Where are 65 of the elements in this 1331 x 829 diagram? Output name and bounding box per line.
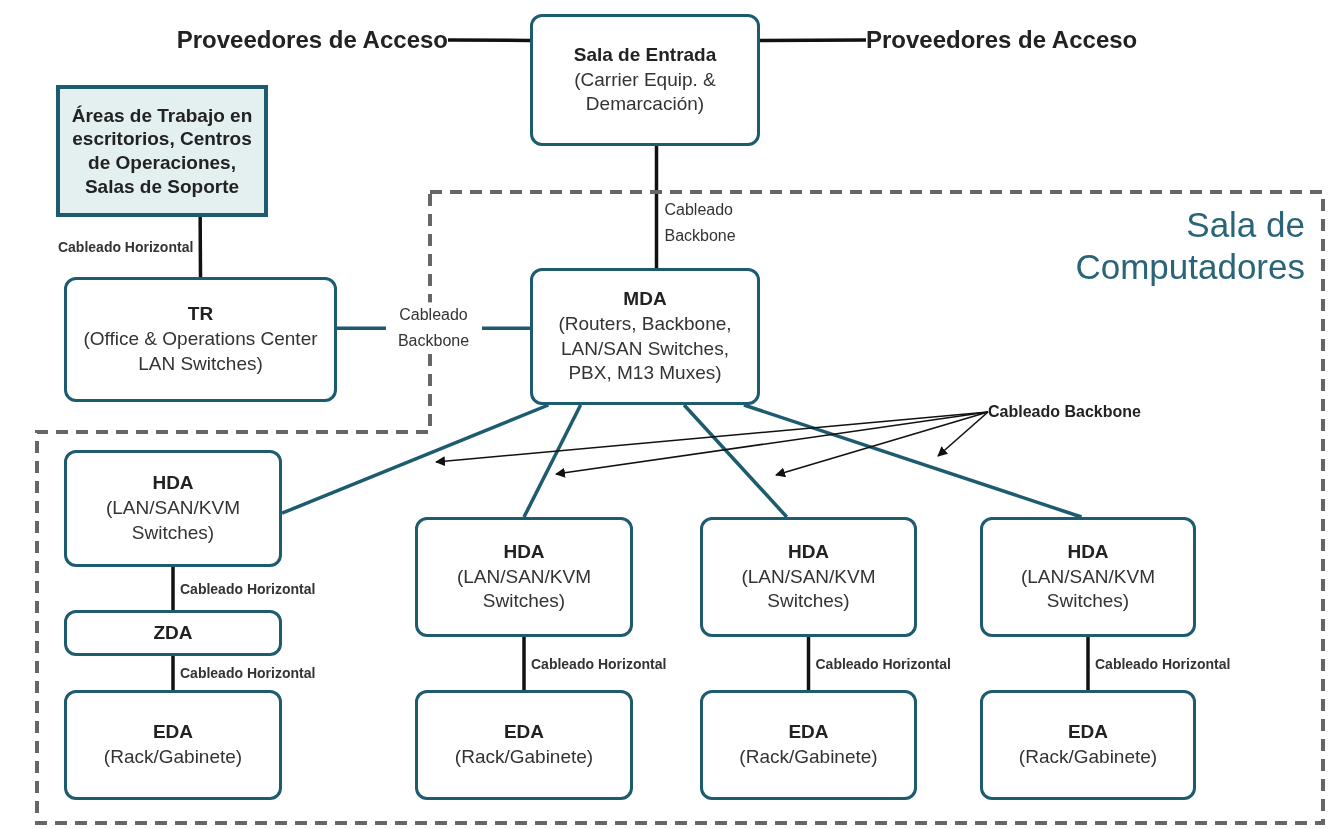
box-heading: MDA <box>623 287 667 312</box>
edge-label: Cableado Horizontal <box>531 654 667 674</box>
equipment-box <box>415 517 633 637</box>
region-title: Sala de Computadores <box>1074 204 1305 288</box>
equipment-box <box>415 690 633 800</box>
edge-label: Cableado Horizontal <box>815 654 951 674</box>
box-heading: HDA <box>152 471 194 496</box>
box-description: (LAN/SAN/KVM Switches) <box>104 496 242 545</box>
box-heading: EDA <box>1067 720 1109 745</box>
edge-label: Cableado Horizontal <box>180 579 316 599</box>
edge-label: Cableado Horizontal <box>180 663 316 683</box>
cable-line <box>760 38 866 43</box>
box-description: (Rack/Gabinete) <box>1018 745 1158 769</box>
box-heading: Sala de Entrada <box>573 42 717 67</box>
cable-line <box>743 403 1083 519</box>
box-heading: EDA <box>503 720 545 745</box>
equipment-box <box>64 450 282 567</box>
equipment-box <box>700 690 917 800</box>
leader-arrow <box>775 411 989 478</box>
box-heading: Áreas de Trabajo en escritorios, Centros de Operaciones, Salas de Soporte <box>70 103 254 199</box>
equipment-box <box>530 268 760 405</box>
cable-line <box>806 637 811 690</box>
box-description: (Rack/Gabinete) <box>103 745 243 769</box>
leader-arrow <box>555 411 989 478</box>
box-description: (Routers, Backbone, LAN/SAN Switches, PBX, M13 Muxes) <box>557 311 733 386</box>
equipment-box <box>64 690 282 800</box>
edge-label: Cableado Backbone <box>664 200 737 246</box>
equipment-box <box>64 610 282 656</box>
box-heading: EDA <box>788 720 829 745</box>
edge-label: Cableado Horizontal <box>1095 654 1231 674</box>
equipment-box <box>64 277 337 402</box>
node-text: Cableado Backbone <box>988 399 1188 425</box>
cable-line <box>171 656 175 690</box>
box-description: (Office & Operations Center LAN Switches) <box>82 327 319 376</box>
cable-line <box>448 38 530 43</box>
equipment-box <box>530 14 760 146</box>
box-heading: HDA <box>503 539 545 564</box>
box-description: (Carrier Equip. & Demarcación) <box>573 67 717 117</box>
cable-line <box>198 217 203 277</box>
box-heading: TR <box>187 302 214 327</box>
cable-line <box>522 404 583 518</box>
cable-line <box>654 146 659 268</box>
node-text: Proveedores de Acceso <box>866 24 1196 56</box>
leader-arrow <box>435 411 989 467</box>
box-description: (LAN/SAN/KVM Switches) <box>455 564 593 614</box>
box-heading: ZDA <box>153 620 193 645</box>
box-heading: HDA <box>1067 539 1109 564</box>
box-heading: EDA <box>152 720 194 745</box>
box-description: (LAN/SAN/KVM Switches) <box>1019 564 1157 614</box>
box-description: (Rack/Gabinete) <box>739 745 878 769</box>
equipment-box <box>700 517 917 637</box>
leader-arrow <box>937 411 989 457</box>
cable-line <box>281 403 550 515</box>
equipment-box <box>980 517 1196 637</box>
cable-line <box>1086 637 1090 690</box>
cable-line <box>682 403 789 519</box>
equipment-box <box>980 690 1196 800</box>
box-description: (Rack/Gabinete) <box>454 745 594 769</box>
cable-line <box>171 567 175 610</box>
node-text: Proveedores de Acceso <box>118 24 448 56</box>
work-area-box <box>56 85 268 217</box>
box-heading: HDA <box>787 539 830 564</box>
edge-label: Cableado Horizontal <box>57 237 194 257</box>
cable-line <box>522 637 526 690</box>
box-description: (LAN/SAN/KVM Switches) <box>740 564 877 614</box>
